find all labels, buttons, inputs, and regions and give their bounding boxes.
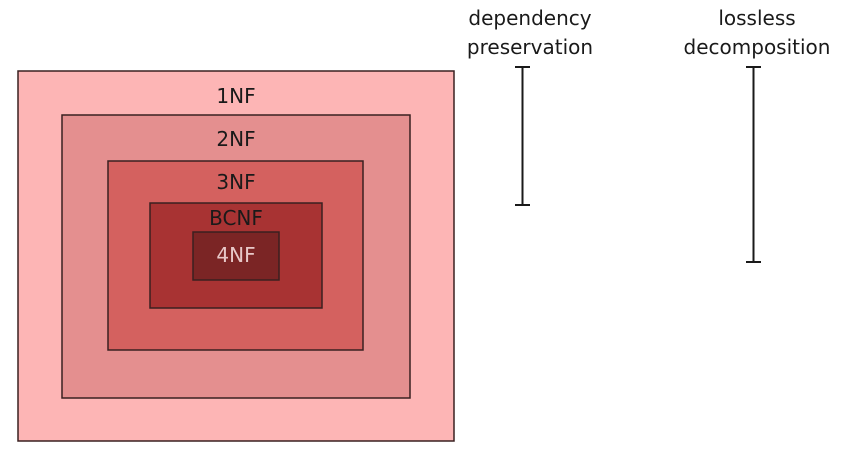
- label-bcnf: BCNF: [209, 206, 263, 230]
- label-4nf: 4NF: [216, 243, 255, 267]
- property-label-line2: preservation: [467, 35, 593, 59]
- property-label-line1: dependency: [468, 6, 591, 30]
- range-bar-dependency-preservation: [515, 66, 530, 206]
- label-1nf: 1NF: [216, 84, 255, 108]
- property-label-line2: decomposition: [684, 35, 831, 59]
- property-lossless-decomposition: lossless decomposition: [684, 6, 831, 263]
- property-dependency-preservation: dependency preservation: [467, 6, 593, 206]
- property-label-line1: lossless: [718, 6, 795, 30]
- nested-boxes: [17, 70, 455, 442]
- box-labels: 1NF 2NF 3NF BCNF 4NF: [209, 84, 263, 267]
- range-bar-lossless-decomposition: [746, 66, 761, 263]
- box-4nf: [192, 231, 280, 281]
- label-3nf: 3NF: [216, 170, 255, 194]
- label-2nf: 2NF: [216, 127, 255, 151]
